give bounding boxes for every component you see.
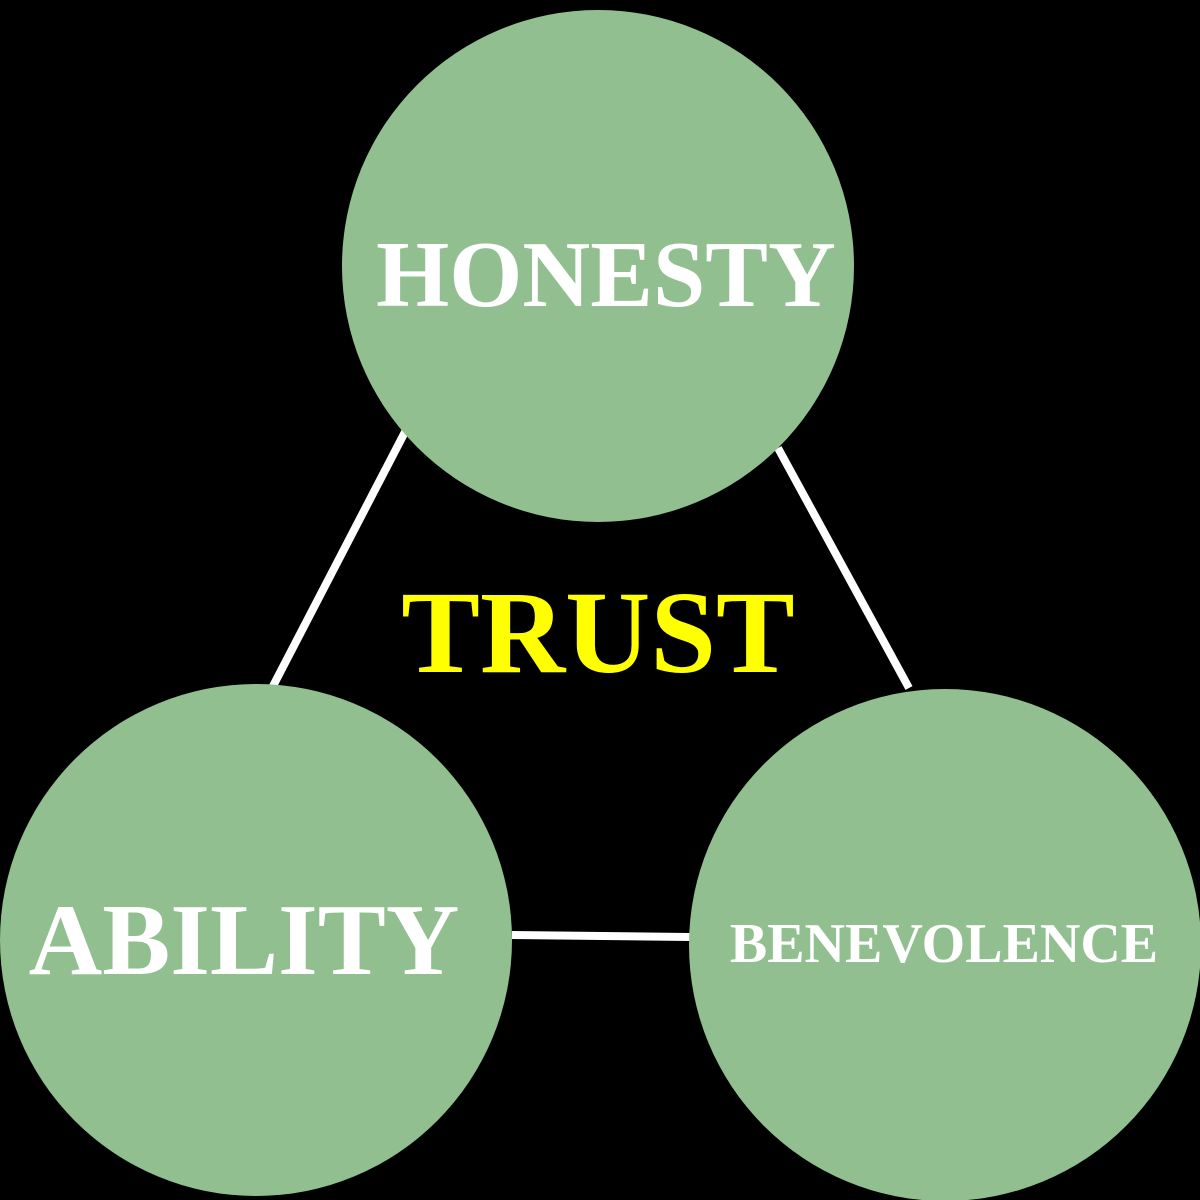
node-honesty-circle xyxy=(342,10,854,522)
connector-honesty-ability xyxy=(268,428,410,690)
node-ability-circle xyxy=(0,684,512,1196)
node-honesty-label: HONESTY xyxy=(376,223,836,327)
node-honesty: HONESTY xyxy=(342,10,854,522)
node-benevolence: BENEVOLENCE xyxy=(689,689,1200,1200)
node-benevolence-circle xyxy=(689,689,1200,1200)
node-benevolence-label: BENEVOLENCE xyxy=(730,913,1158,975)
connector-ability-benevolence xyxy=(511,931,691,941)
connector-honesty-benevolence xyxy=(774,446,913,690)
node-ability-label: ABILITY xyxy=(29,884,460,997)
center-trust-label: TRUST xyxy=(401,567,794,698)
node-ability: ABILITY xyxy=(0,684,512,1196)
